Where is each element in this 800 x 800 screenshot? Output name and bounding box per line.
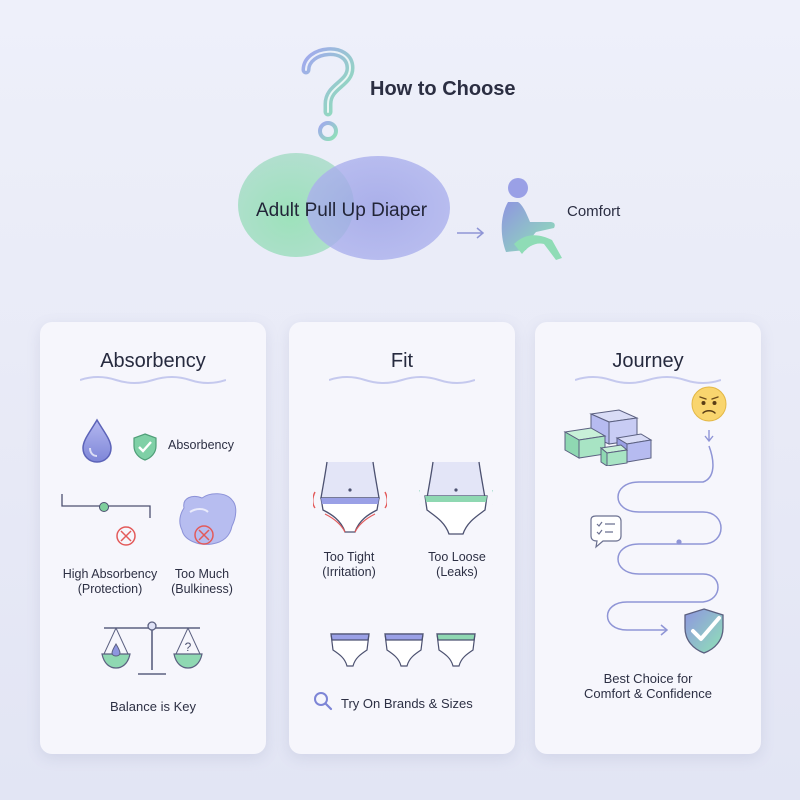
too-much-label: Too Much (Bulkiness)	[171, 567, 233, 596]
comfort-label: Comfort	[567, 203, 621, 220]
worried-face-icon	[691, 386, 727, 422]
diaper-options-icons	[329, 630, 481, 670]
try-on-label: Try On Brands & Sizes	[341, 696, 473, 711]
bulky-pad-icon	[176, 490, 240, 550]
best-choice-label: Best Choice for Comfort & Confidence	[584, 671, 712, 701]
wave-divider	[575, 376, 721, 384]
venn-label: Adult Pull Up Diaper	[256, 200, 428, 221]
diaper-icon	[436, 633, 476, 667]
journey-card: Journey	[535, 322, 761, 754]
water-drop-icon	[80, 418, 114, 464]
high-absorbency-label: High Absorbency (Protection)	[62, 567, 158, 596]
tight-fit-icon	[313, 460, 387, 546]
fit-card: Fit Too Tight (Irritation) Too Loose (Le…	[289, 322, 515, 754]
svg-text:?: ?	[185, 640, 192, 654]
journey-title: Journey	[612, 350, 684, 372]
fit-title: Fit	[390, 350, 414, 372]
diaper-icon	[384, 633, 424, 667]
search-icon	[313, 691, 333, 711]
arrow-right-icon	[456, 226, 486, 240]
question-mark-icon	[296, 40, 360, 144]
journey-path	[535, 322, 761, 754]
wave-divider	[80, 376, 226, 384]
absorbency-card: Absorbency Absorbency	[40, 322, 266, 754]
too-loose-label: Too Loose (Leaks)	[428, 550, 486, 579]
absorbency-slider	[58, 492, 154, 548]
balance-label: Balance is Key	[110, 699, 196, 714]
page-title: How to Choose	[370, 78, 516, 100]
absorbency-shield-label: Absorbency	[168, 438, 235, 452]
venn-diagram	[238, 150, 452, 262]
checklist-bubble-icon	[587, 514, 623, 550]
too-tight-label: Too Tight (Irritation)	[322, 550, 376, 579]
person-sitting-icon	[496, 176, 568, 266]
absorbency-title: Absorbency	[100, 350, 206, 372]
shield-check-icon	[681, 606, 727, 656]
shield-check-icon	[132, 432, 158, 462]
wave-divider	[329, 376, 475, 384]
diaper-packages-icon	[561, 408, 653, 466]
diaper-icon	[330, 633, 370, 667]
loose-fit-icon	[419, 460, 493, 546]
balance-scale-icon: ?	[98, 618, 206, 680]
